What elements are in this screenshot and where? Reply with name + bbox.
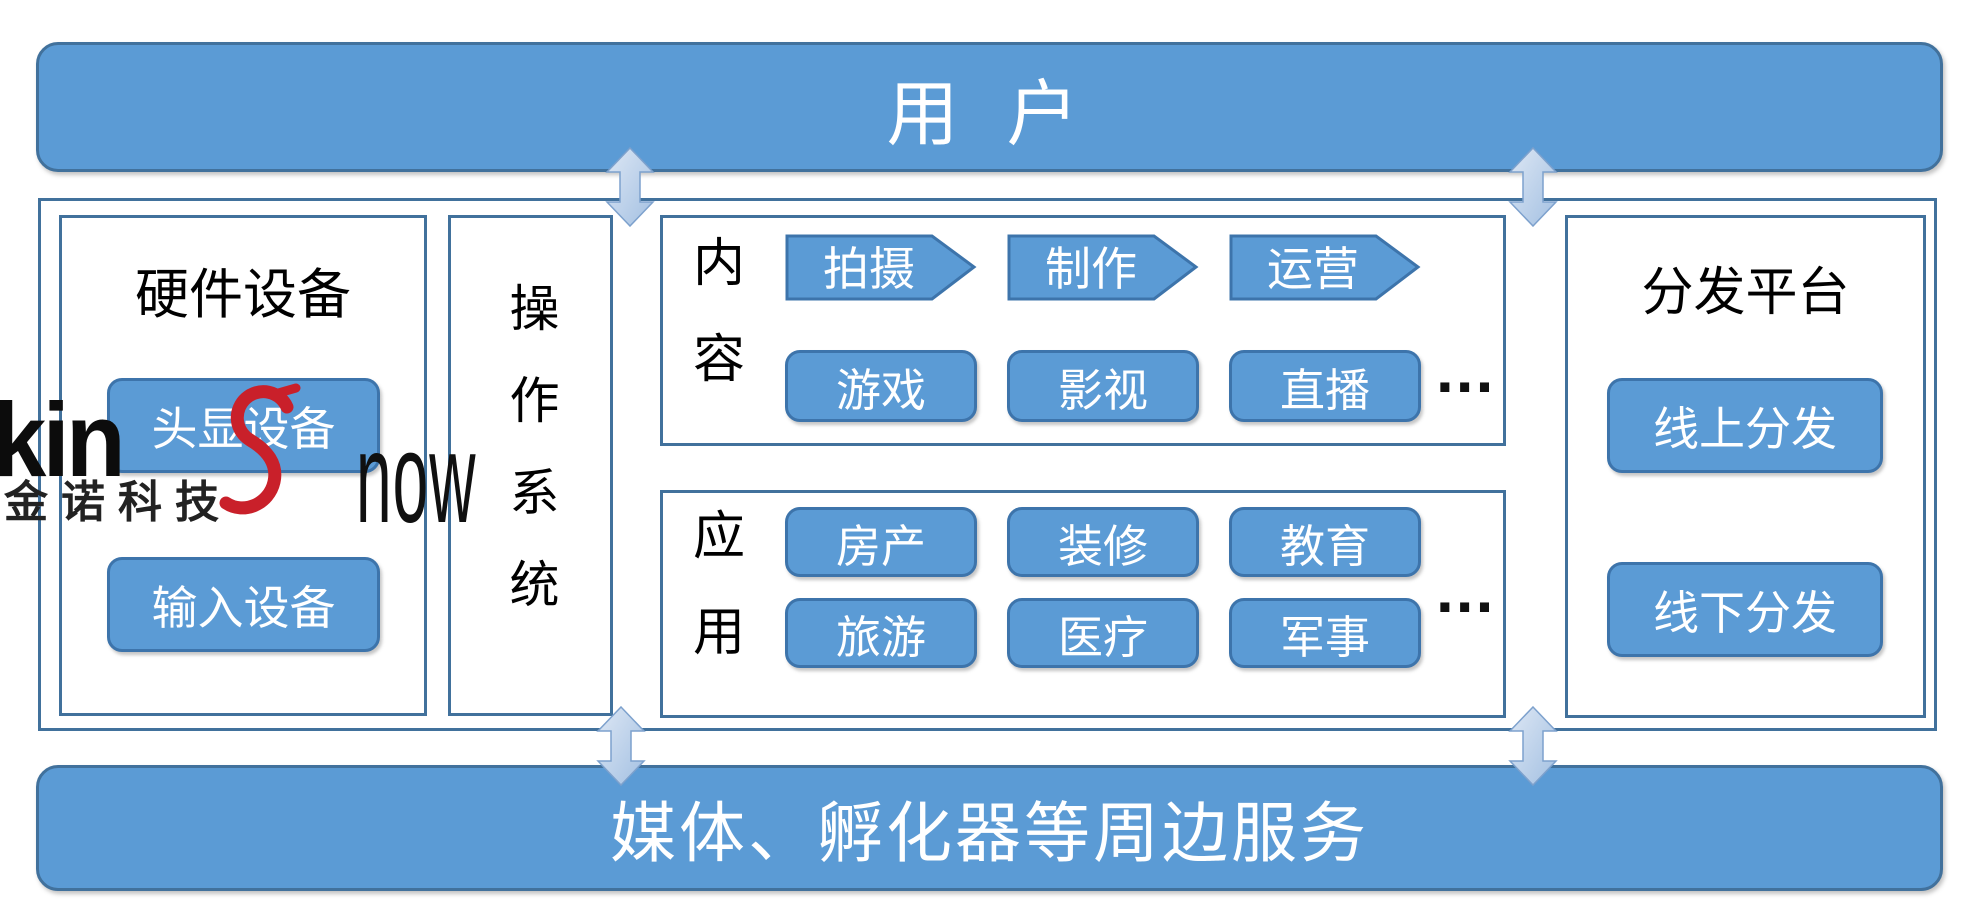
hardware-title: 硬件设备 — [135, 265, 351, 325]
services-bar-label: 媒体、孵化器等周边服务 — [610, 796, 1369, 870]
content-type-live: 直播 — [1229, 350, 1421, 422]
channel-online: 线上分发 — [1607, 378, 1883, 473]
apps-more-dots: ... — [1436, 554, 1496, 626]
app-travel: 旅游 — [785, 598, 977, 668]
brand-watermark: kin now 金诺科技 — [0, 330, 560, 590]
app-military: 军事 — [1229, 598, 1421, 668]
app-real-estate: 房产 — [785, 507, 977, 577]
os-label: 操作系统 — [502, 281, 559, 650]
svg-text:拍摄: 拍摄 — [823, 243, 915, 295]
svg-text:运营: 运营 — [1267, 243, 1359, 295]
content-more-dots: ... — [1436, 334, 1496, 406]
app-education: 教育 — [1229, 507, 1421, 577]
brand-letter-g-icon — [219, 383, 301, 515]
app-medical: 医疗 — [1007, 598, 1199, 668]
apps-label-wrap: 应用 — [678, 490, 750, 718]
os-panel — [448, 215, 613, 716]
distribution-title: 分发平台 — [1641, 264, 1850, 322]
content-label: 内容 — [684, 234, 743, 427]
user-bar-label: 用 户 — [886, 74, 1093, 155]
app-decoration: 装修 — [1007, 507, 1199, 577]
pipeline-step-operate: 运营 — [1229, 234, 1421, 301]
services-bar: 媒体、孵化器等周边服务 — [36, 765, 1943, 891]
brand-text-now: now — [356, 407, 477, 550]
svg-text:制作: 制作 — [1045, 243, 1137, 295]
content-type-game: 游戏 — [785, 350, 977, 422]
user-bar: 用 户 — [36, 42, 1943, 172]
brand-company-name: 金诺科技 — [4, 478, 232, 527]
content-label-wrap: 内容 — [678, 215, 750, 446]
pipeline-step-produce: 制作 — [1007, 234, 1199, 301]
os-label-wrap: 操作系统 — [448, 215, 613, 716]
brand-text-kin: kin — [0, 382, 126, 499]
updown-arrow-top-left-icon — [605, 147, 655, 227]
hardware-device-input: 输入设备 — [107, 557, 380, 652]
apps-label: 应用 — [684, 508, 743, 700]
updown-arrow-top-right-icon — [1508, 147, 1558, 227]
pipeline-step-shoot: 拍摄 — [785, 234, 977, 301]
updown-arrow-bottom-right-icon — [1508, 706, 1558, 786]
channel-offline: 线下分发 — [1607, 562, 1883, 657]
updown-arrow-bottom-left-icon — [596, 706, 646, 786]
content-type-film: 影视 — [1007, 350, 1199, 422]
